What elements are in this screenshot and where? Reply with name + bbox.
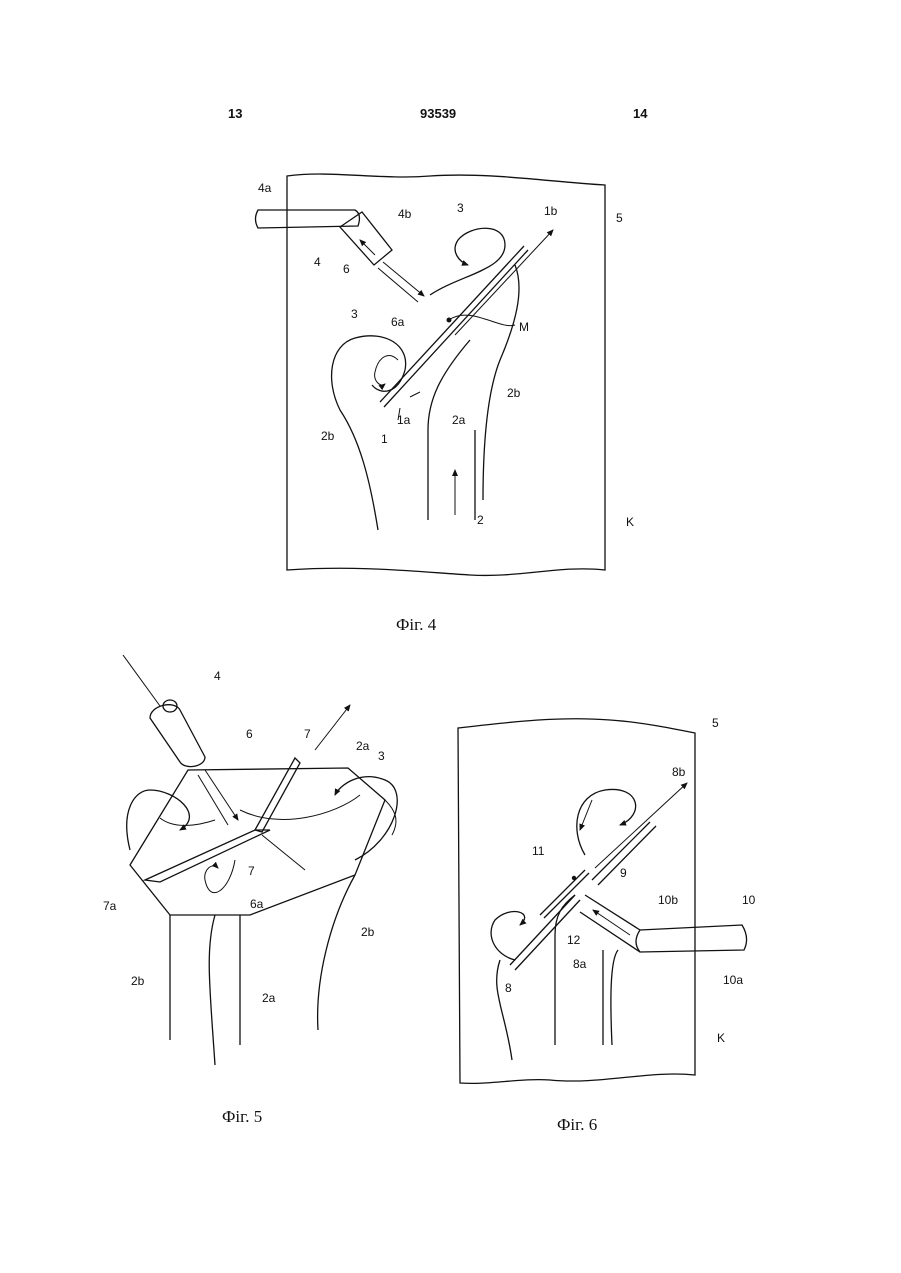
fig4-label-K: K [626, 515, 634, 529]
fig5-label-2b-left: 2b [131, 974, 145, 988]
fig4-label-2b-left: 2b [321, 429, 335, 443]
fig4-label-5: 5 [616, 211, 623, 225]
fig4-label-2a: 2a [452, 413, 466, 427]
fig4-nozzle-4b [340, 212, 392, 265]
fig6-label-K: K [717, 1031, 725, 1045]
fig4-label-4: 4 [314, 255, 321, 269]
fig5-label-2a-top: 2a [356, 739, 370, 753]
fig4-flow-2b-right [483, 265, 519, 500]
figure-4: 4a 4b 4 6 3 1b 5 3 6a M 2b 1a 2a 2b 1 2 … [256, 174, 635, 634]
fig5-body [130, 768, 385, 915]
fig4-label-1b: 1b [544, 204, 558, 218]
fig5-label-3: 3 [378, 749, 385, 763]
fig5-label-6a: 6a [250, 897, 264, 911]
fig5-caption: Фіг. 5 [222, 1107, 262, 1126]
fig4-label-6a: 6a [391, 315, 405, 329]
fig6-label-12: 12 [567, 933, 581, 947]
fig6-label-5: 5 [712, 716, 719, 730]
fig4-caption: Фіг. 4 [396, 615, 437, 634]
fig4-label-M: M [519, 320, 529, 334]
fig5-label-4: 4 [214, 669, 221, 683]
fig5-label-6: 6 [246, 727, 253, 741]
fig6-label-8a: 8a [573, 957, 587, 971]
fig4-label-4b: 4b [398, 207, 412, 221]
fig6-label-8: 8 [505, 981, 512, 995]
fig6-label-11: 11 [532, 844, 545, 858]
fig4-label-6: 6 [343, 262, 350, 276]
fig4-pipe-4 [256, 210, 360, 228]
fig4-label-1: 1 [381, 432, 388, 446]
fig6-caption: Фіг. 6 [557, 1115, 597, 1134]
fig6-pipe-10 [636, 925, 747, 952]
fig6-label-8b: 8b [672, 765, 686, 779]
fig4-frame [287, 174, 605, 575]
fig6-label-10b: 10b [658, 893, 678, 907]
fig6-label-9: 9 [620, 866, 627, 880]
fig5-label-7-top: 7 [304, 727, 311, 741]
fig5-label-7-mid: 7 [248, 864, 255, 878]
fig4-label-3-left: 3 [351, 307, 358, 321]
fig4-label-3-top: 3 [457, 201, 464, 215]
fig5-label-2b-right: 2b [361, 925, 375, 939]
fig4-label-2: 2 [477, 513, 484, 527]
fig6-label-10: 10 [742, 893, 756, 907]
fig4-label-2b-right: 2b [507, 386, 521, 400]
figure-5: 4 6 7 2a 3 7 6a 7a 2b 2b 2a Фіг. 5 [103, 655, 397, 1126]
fig4-label-1a: 1a [397, 413, 411, 427]
fig4-flow-2b-left [332, 336, 406, 530]
fig5-pipe-4 [150, 705, 205, 767]
fig6-stream-8 [510, 895, 575, 965]
fig5-label-7a: 7a [103, 899, 117, 913]
fig4-stream-1 [384, 250, 528, 407]
figure-6: 5 8b 11 9 10b 10 12 8a 8 10a K Фіг. 6 [458, 716, 756, 1134]
fig6-label-10a: 10a [723, 973, 743, 987]
fig5-label-2a-bottom: 2a [262, 991, 276, 1005]
fig5-flow-2b-right [318, 875, 355, 1030]
fig4-label-4a: 4a [258, 181, 272, 195]
